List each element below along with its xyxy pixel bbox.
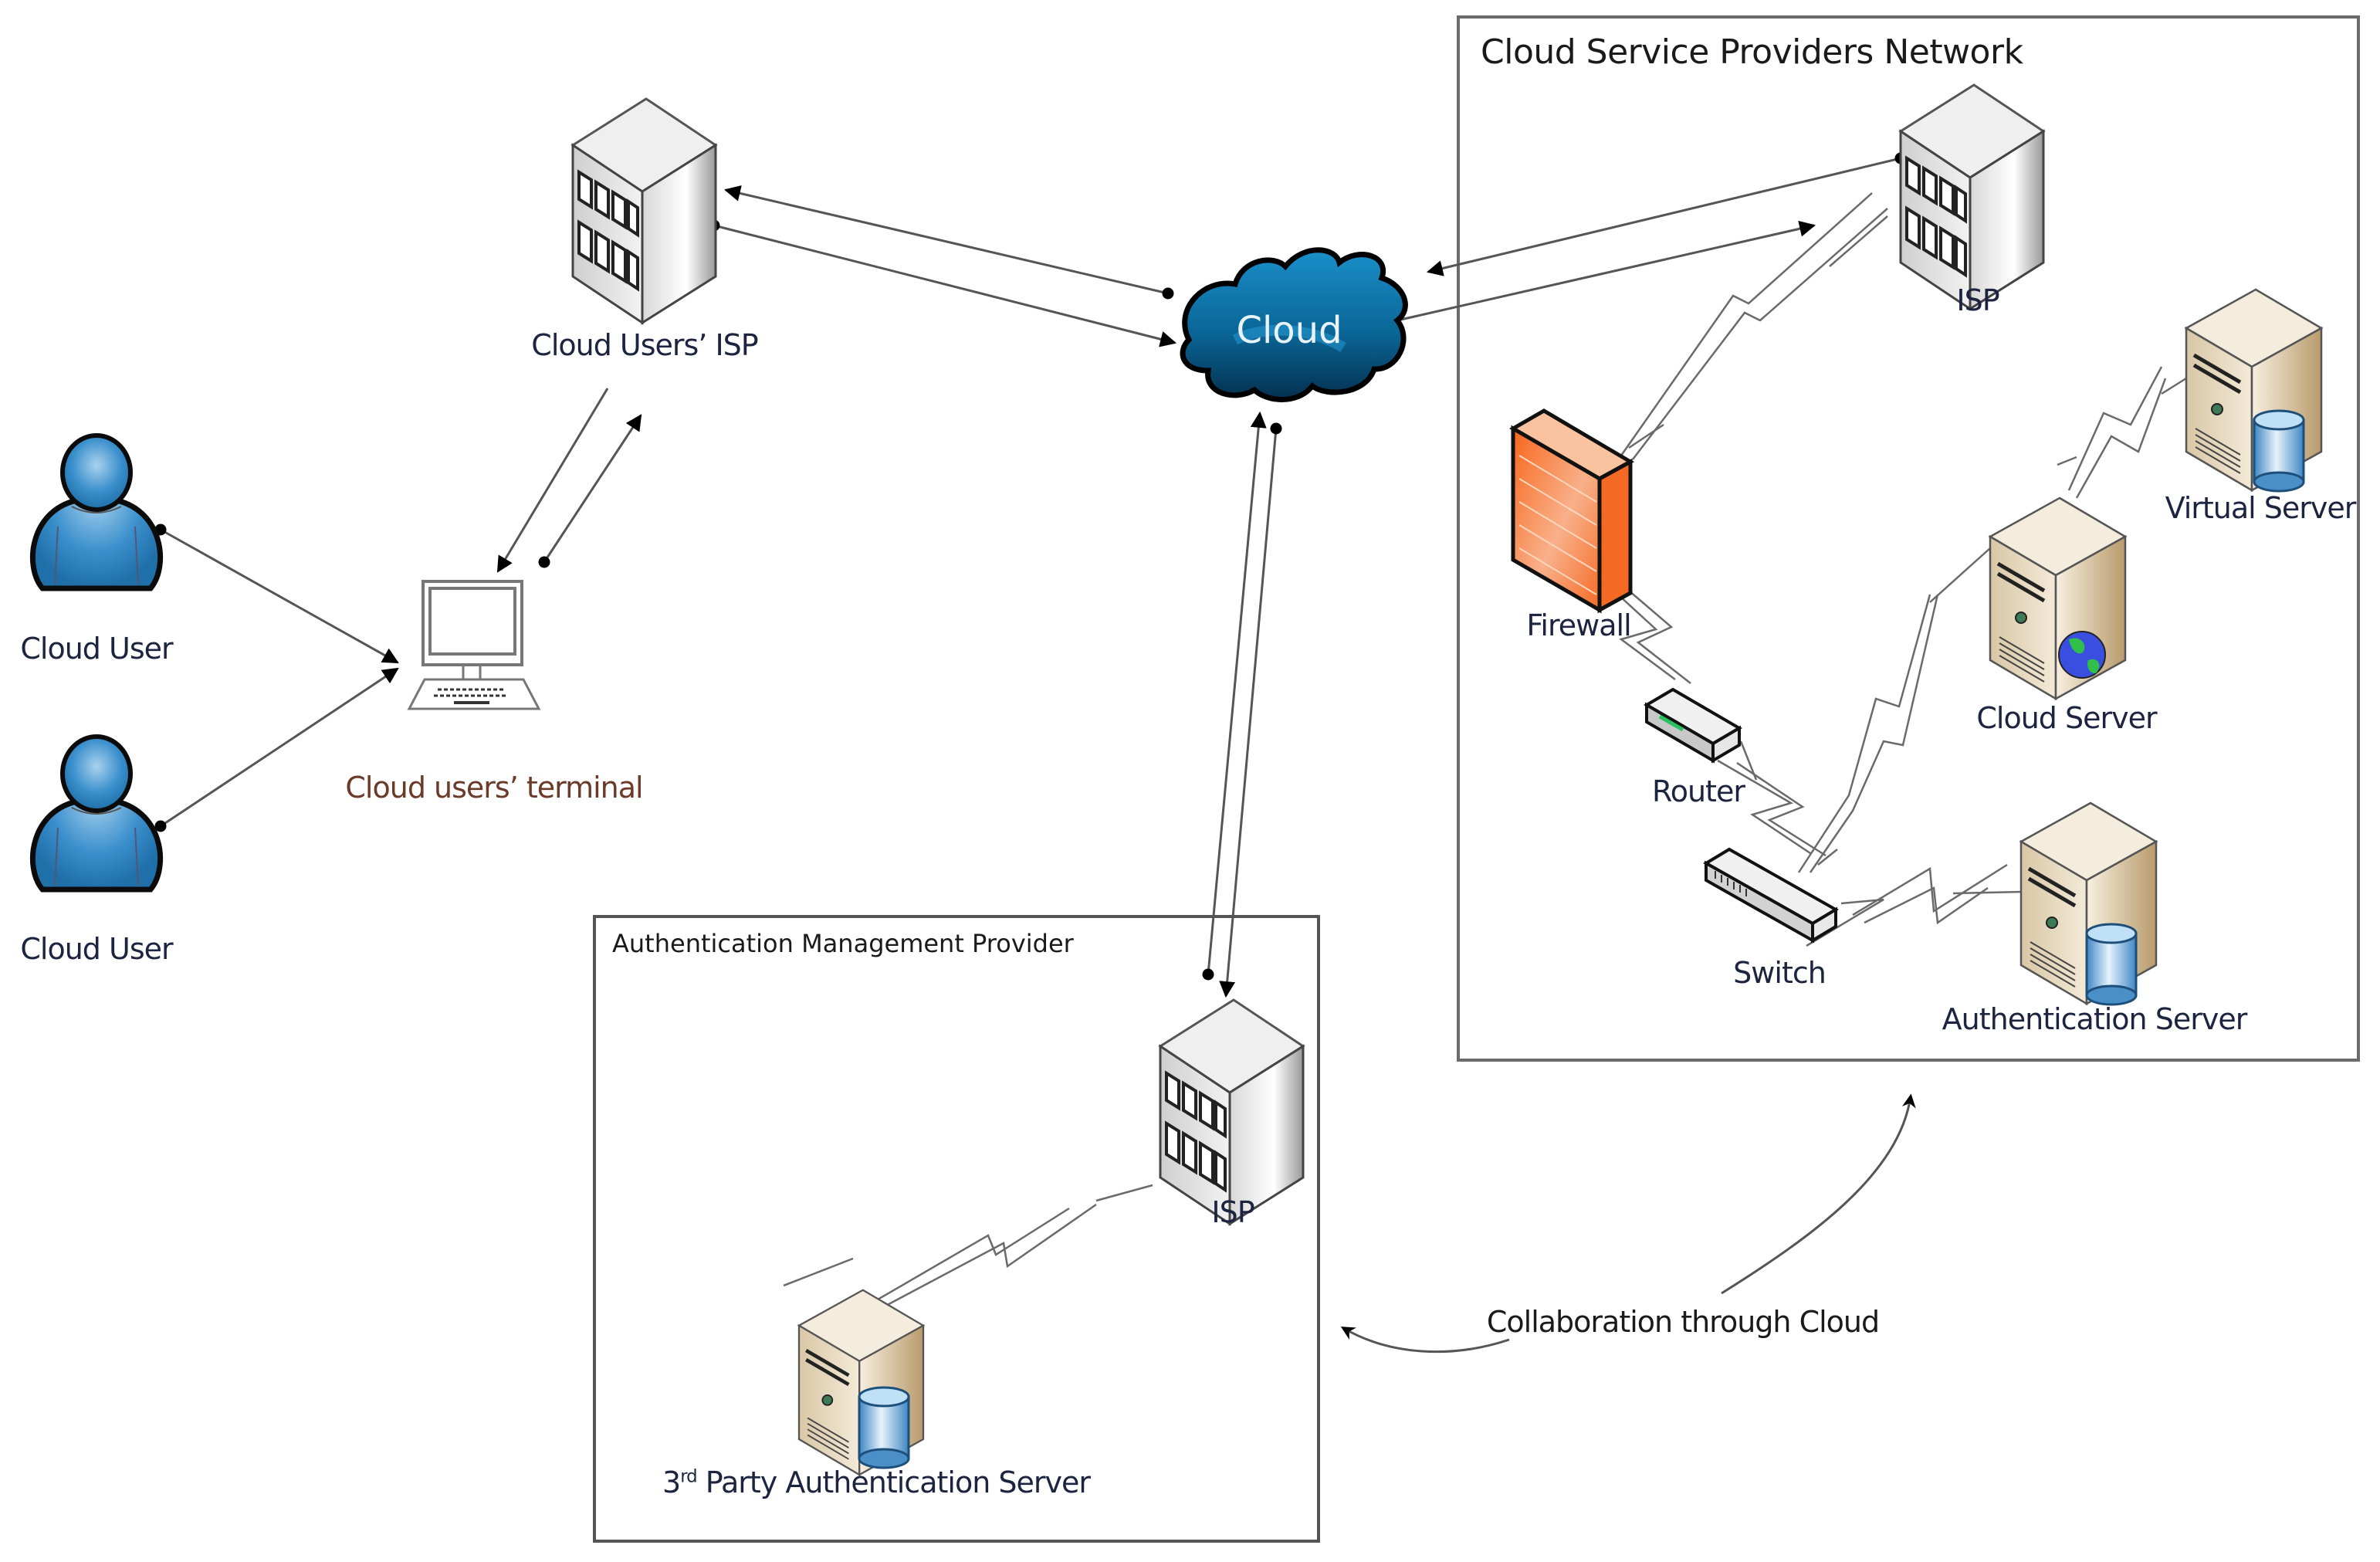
link-firewall-router: [1609, 586, 1691, 684]
cloud-user-1-icon: [32, 435, 160, 588]
third-party-auth-server-label: 3rd Party Authentication Server: [662, 1465, 1091, 1499]
link-amp-isp-third-party: [783, 1184, 1153, 1310]
link-cloud-server-virtual-server: [2057, 366, 2193, 499]
database-icon: [2085, 923, 2138, 1006]
users-isp-label: Cloud Users’ ISP: [531, 328, 758, 362]
edge-terminal-to-isp: [538, 414, 642, 568]
globe-icon: [2058, 631, 2106, 679]
database-icon: [2253, 409, 2305, 493]
cloud-icon: [1180, 247, 1408, 402]
link-csp-isp-firewall: [1620, 192, 1888, 460]
auth-server-icon: [2021, 803, 2156, 1006]
edge-user1-terminal: [154, 523, 399, 664]
firewall-icon: [1509, 408, 1635, 614]
database-icon: [858, 1386, 910, 1469]
auth-server-label: Authentication Server: [1942, 1002, 2248, 1036]
csp-isp-building-icon: [1899, 83, 2045, 310]
connector-arrows: [154, 152, 1907, 998]
cloud-user-2-label: Cloud User: [20, 932, 173, 966]
edge-isp-to-terminal: [496, 388, 609, 573]
auth-provider-title: Authentication Management Provider: [612, 929, 1074, 958]
terminal-label: Cloud users’ terminal: [345, 771, 643, 805]
csp-isp-label: ISP: [1956, 283, 1999, 317]
collaboration-arrows: [1340, 1093, 1916, 1354]
amp-isp-building-icon: [1159, 998, 1305, 1225]
firewall-label: Firewall: [1526, 608, 1631, 642]
collab-arrow-to-auth-provider: [1340, 1327, 1510, 1354]
edge-cloud-to-csp-isp: [1397, 220, 1816, 322]
edge-cloud-to-amp-isp: [1219, 422, 1282, 998]
router-icon: [1644, 687, 1742, 764]
cloud-user-2-icon: [32, 737, 160, 889]
label-rest: Party Authentication Server: [696, 1465, 1091, 1499]
switch-label: Switch: [1733, 956, 1826, 990]
edge-user2-terminal: [154, 667, 399, 832]
users-isp-building-icon: [571, 97, 717, 324]
third-party-auth-server-icon: [799, 1290, 923, 1475]
virtual-server-icon: [2186, 290, 2321, 493]
auth-provider-box: [593, 915, 1320, 1543]
label-superscript: rd: [680, 1466, 697, 1487]
link-switch-auth-server: [1806, 863, 2023, 947]
csp-network-box: [1457, 15, 2360, 1062]
lightning-links: [783, 192, 2193, 1310]
link-router-switch: [1717, 740, 1826, 857]
switch-icon: [1703, 847, 1839, 944]
edge-csp-isp-to-cloud: [1426, 152, 1907, 276]
cloud-user-1-label: Cloud User: [20, 632, 173, 666]
cloud-server-label: Cloud Server: [1976, 701, 2157, 735]
collaboration-label: Collaboration through Cloud: [1486, 1305, 1880, 1339]
label-prefix: 3: [662, 1465, 681, 1499]
collab-arrow-to-csp: [1721, 1093, 1916, 1295]
virtual-server-label: Virtual Server: [2165, 491, 2357, 525]
cloud-server-icon: [1990, 498, 2125, 699]
amp-isp-label: ISP: [1211, 1195, 1254, 1229]
cloud-label: Cloud: [1236, 309, 1342, 352]
computer-terminal-icon: [407, 580, 541, 710]
edge-users-isp-to-cloud: [708, 219, 1177, 347]
router-label: Router: [1652, 774, 1745, 808]
edge-cloud-to-users-isp: [723, 185, 1174, 300]
link-switch-cloud-server: [1797, 547, 1991, 873]
csp-network-title: Cloud Service Providers Network: [1481, 32, 2023, 72]
